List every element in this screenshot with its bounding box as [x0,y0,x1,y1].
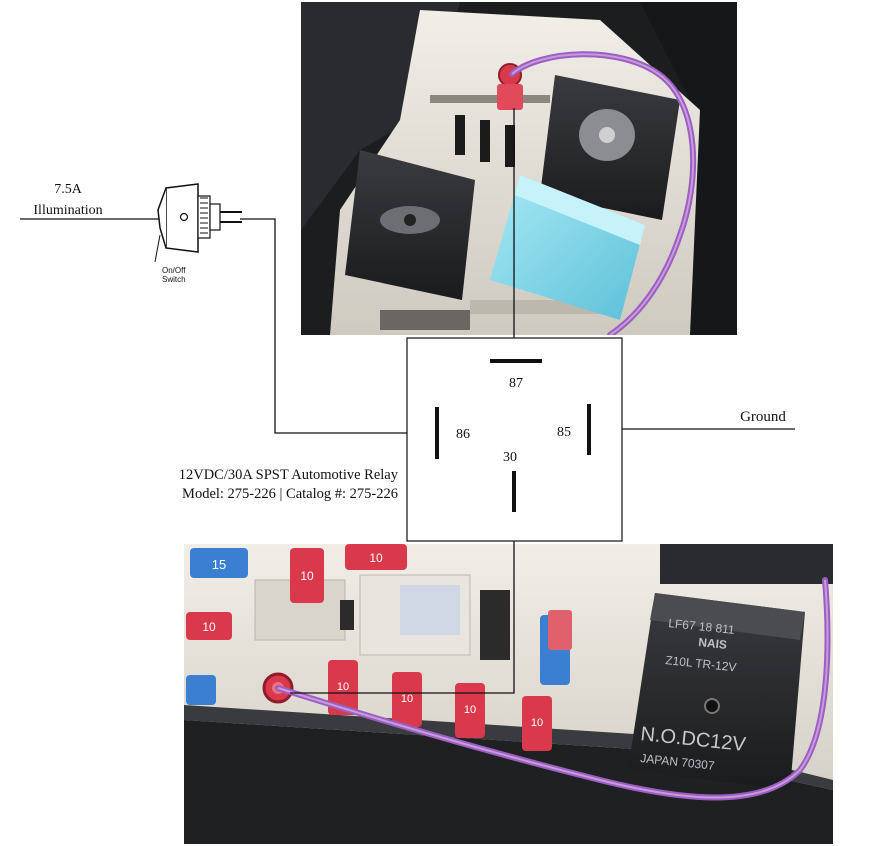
fuse-blue-2 [186,675,216,705]
pin-30-label: 30 [503,450,517,465]
relay-spec-label: 12VDC/30A SPST Automotive Relay [179,467,399,483]
switch-leader-line [154,234,161,263]
svg-text:10: 10 [531,717,543,729]
switch-label-line1: On/Off [162,266,186,275]
pin-85-label: 85 [557,425,571,440]
switch-to-86-wire [240,218,437,434]
bottom-fusebox-photo: 15 10 10 10 10 10 10 10 [184,544,833,844]
fuse-red-4: 10 [328,660,358,715]
bottom-relay: LF67 18 811 NAIS Z10L TR-12V N.O.DC12V J… [628,593,805,790]
fuse-amperage-label: 7.5A [54,182,83,197]
svg-text:10: 10 [202,620,216,634]
top-relay-right [540,75,680,220]
ground-label: Ground [740,409,786,425]
fuse-red-5: 10 [392,672,422,727]
svg-text:10: 10 [464,704,476,716]
top-relay-blue [490,175,645,320]
on-off-switch: On/Off Switch [154,183,242,284]
top-relay-left [345,150,475,300]
fuse-red-7: 10 [522,696,552,751]
svg-text:10: 10 [401,693,413,705]
svg-text:LF67 18 811: LF67 18 811 [668,616,736,637]
relay-model-label: Model: 275-226 | Catalog #: 275-226 [182,486,398,502]
svg-text:10: 10 [300,569,314,583]
pin-86-label: 86 [456,427,470,442]
pin30-wire [290,510,515,694]
fuse-red-3: 10 [186,612,232,640]
switch-label-line2: Switch [162,275,186,284]
svg-text:10: 10 [369,551,383,565]
fuse-blue-1: 15 [190,548,248,578]
fuse-red-8 [548,610,572,650]
fuse-circuit-label: Illumination [33,203,102,218]
top-fusebox-photo [301,2,737,335]
fuse-red-1: 10 [290,548,324,603]
fuse-red-6: 10 [455,683,485,738]
svg-text:10: 10 [337,681,349,693]
relay-schematic: 87 86 85 30 [406,337,623,542]
fuse-red-2: 10 [345,544,407,570]
svg-text:NAIS: NAIS [698,635,728,652]
wiring-lines [20,108,795,694]
pin-87-label: 87 [509,376,523,391]
svg-text:15: 15 [212,557,226,572]
